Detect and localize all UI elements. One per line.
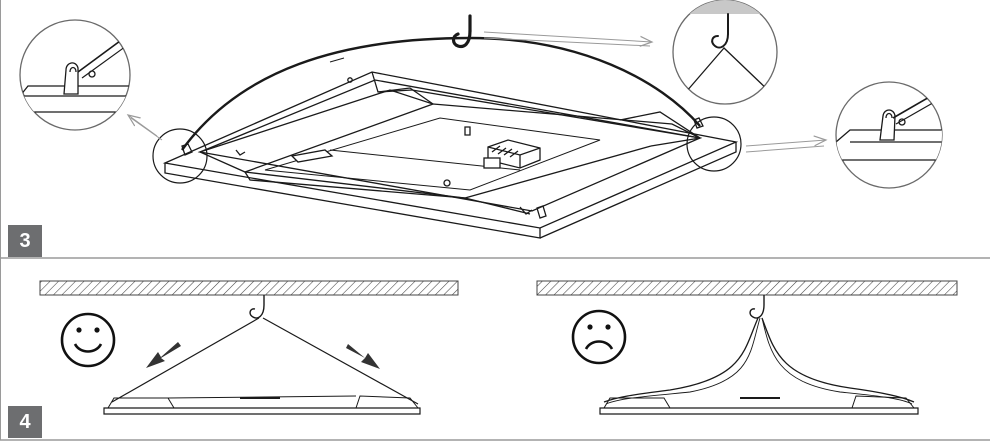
callout-ring-right	[686, 116, 742, 172]
callout-arrows	[128, 31, 826, 153]
incorrect-hanging	[599, 295, 919, 415]
panel-frame	[162, 71, 739, 229]
arrow-icon	[146, 342, 380, 369]
step-badge-3: 3	[8, 225, 42, 257]
ceiling-right	[536, 280, 958, 296]
step-badge-4: 4	[8, 406, 42, 438]
panel-isometric	[162, 71, 739, 239]
correct-hanging	[103, 295, 421, 415]
hook-icon	[451, 14, 472, 49]
smiley-happy-icon	[60, 312, 116, 368]
detail-bracket-right	[835, 81, 943, 189]
callout-ring-left	[152, 128, 208, 184]
ceiling-left	[39, 280, 459, 296]
label-plate	[290, 149, 334, 163]
detail-hook	[672, 0, 778, 105]
smiley-sad-icon	[571, 309, 627, 365]
detail-bracket-left	[19, 19, 131, 131]
driver-box	[483, 139, 541, 169]
